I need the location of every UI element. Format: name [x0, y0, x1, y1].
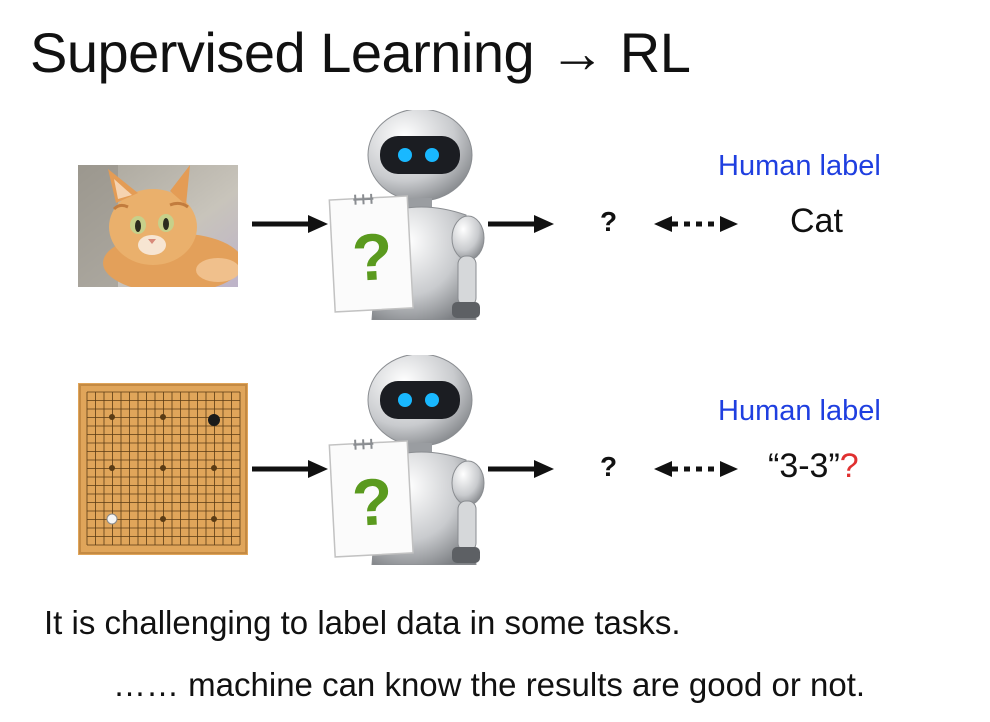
- human-label-caption: Human label: [718, 395, 881, 427]
- robot-holding-sign-icon: ?: [328, 355, 485, 565]
- arrow-right-icon: [252, 460, 328, 478]
- bidirectional-dashed-arrow-icon: [654, 216, 738, 232]
- model-output-unknown: ?: [600, 451, 618, 482]
- human-label-caption: Human label: [718, 150, 881, 182]
- white-stone: [106, 513, 118, 525]
- example-row-go: ? ? Human label “3-3”?: [0, 355, 990, 595]
- arrow-right-icon: [488, 215, 554, 233]
- model-output-unknown: ?: [600, 206, 618, 237]
- cat-photo-icon: [78, 165, 238, 287]
- human-label-value: Cat: [790, 202, 843, 240]
- black-stone: [208, 414, 220, 426]
- example-row-cat: ? ? Human label Cat: [0, 110, 990, 350]
- arrow-right-icon: [488, 460, 554, 478]
- arrow-right-icon: [252, 215, 328, 233]
- caption-machine: …… machine can know the results are good…: [113, 666, 866, 703]
- caption-challenge: It is challenging to label data in some …: [44, 604, 681, 641]
- sign-question-mark: ?: [350, 219, 394, 295]
- bidirectional-dashed-arrow-icon: [654, 461, 738, 477]
- robot-holding-sign-icon: ?: [328, 110, 485, 320]
- go-board-icon: [78, 383, 248, 555]
- sign-question-mark: ?: [350, 464, 394, 540]
- slide-title: Supervised Learning → RL: [30, 21, 691, 84]
- human-label-value: “3-3”?: [768, 447, 859, 485]
